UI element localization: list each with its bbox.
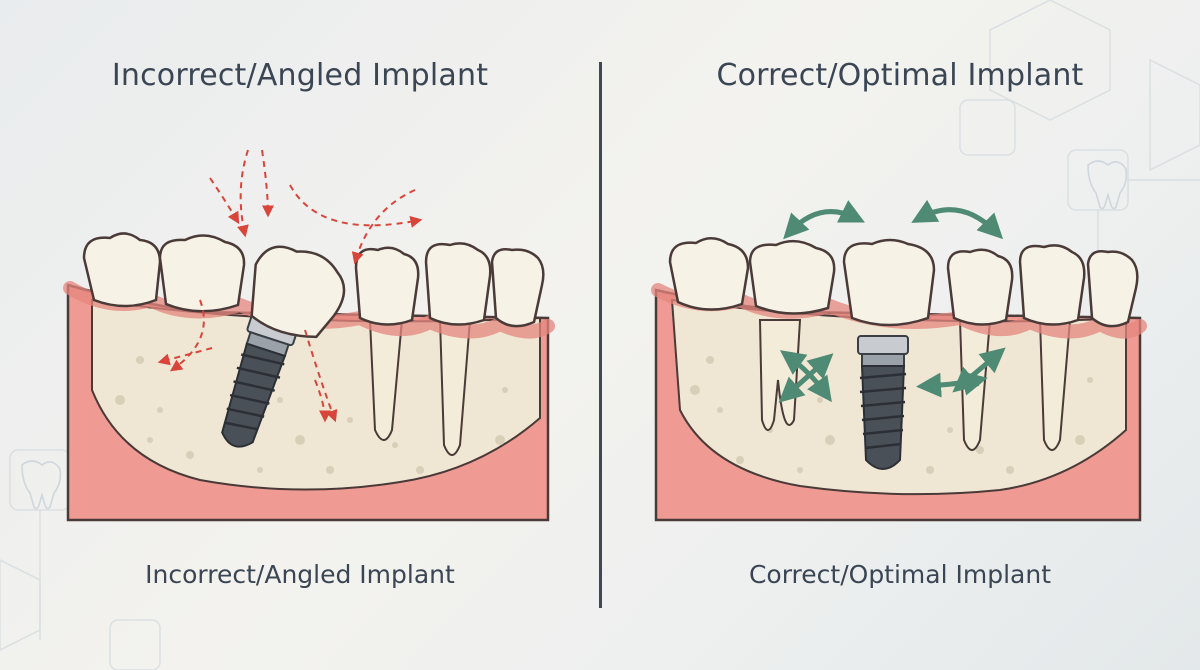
tooth-root <box>438 319 472 456</box>
tooth-crown <box>1018 244 1086 326</box>
incorrect-implant-illustration <box>63 149 555 522</box>
tooth-crown <box>668 237 750 311</box>
tooth-crown <box>1086 250 1139 328</box>
teeth-row <box>82 232 545 328</box>
teeth-row <box>668 237 1139 328</box>
tooth-root <box>368 319 404 441</box>
correct-implant-illustration <box>651 199 1147 522</box>
incorrect-implant-caption: Incorrect/Angled Implant <box>145 560 455 589</box>
tooth-crown <box>158 234 246 313</box>
tooth-crown <box>946 248 1014 326</box>
implant-crown <box>842 238 936 327</box>
tooth-crown <box>490 248 545 328</box>
correct-implant-panel: Correct/Optimal Implant <box>600 0 1200 670</box>
angled-implant <box>221 245 346 448</box>
implant-crown <box>250 245 346 339</box>
straight-implant <box>857 335 909 470</box>
correct-implant-title: Correct/Optimal Implant <box>716 58 1084 93</box>
tooth-root <box>1038 319 1072 451</box>
green-load-arrow-icon <box>778 199 1006 403</box>
tooth-icon <box>21 160 1128 510</box>
red-stress-arrow-icon <box>157 149 423 423</box>
tooth-crown <box>424 242 492 326</box>
panel-divider <box>599 62 602 608</box>
tooth-crown <box>748 239 836 315</box>
tooth-crown <box>82 232 162 308</box>
correct-implant-caption: Correct/Optimal Implant <box>748 560 1052 589</box>
bone-texture <box>115 356 508 474</box>
incorrect-implant-title: Incorrect/Angled Implant <box>111 58 489 93</box>
incorrect-implant-panel: Incorrect/Angled Implant <box>63 58 555 589</box>
tooth-crown <box>354 246 420 326</box>
